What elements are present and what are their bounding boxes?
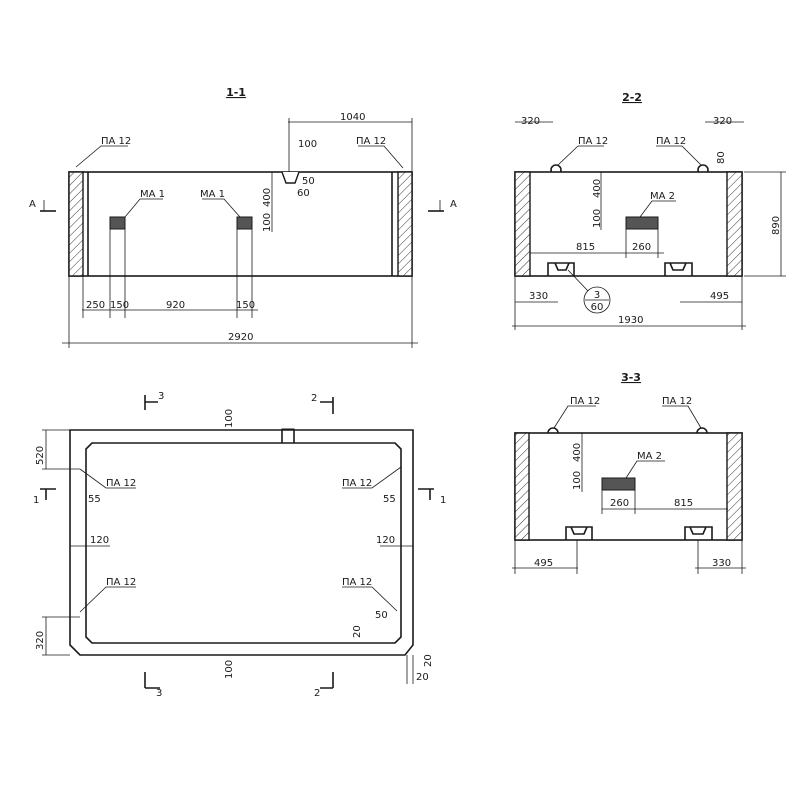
inner-outline	[85, 442, 402, 644]
dim-495: 495	[710, 291, 729, 302]
callout-circle	[583, 286, 611, 314]
label-pa12-left: ПА 12	[101, 136, 131, 147]
label-pa12-right: ПА 12	[356, 136, 386, 147]
dim-815: 815	[576, 242, 595, 253]
cut-3-bottom: 3	[156, 688, 162, 699]
wall-hatch-left	[68, 171, 84, 277]
label-pa12-tl: ПА 12	[106, 478, 136, 489]
label-pa12-bl: ПА 12	[106, 577, 136, 588]
dim-400: 400	[572, 443, 583, 462]
dim-920: 920	[166, 300, 185, 311]
cut-2-top: 2	[311, 393, 317, 404]
section-title: 2-2	[622, 91, 642, 104]
dim-330: 330	[712, 558, 731, 569]
dim-1040: 1040	[340, 112, 365, 123]
cut-1-left: 1	[33, 495, 39, 506]
dim-260: 260	[632, 242, 651, 253]
embedded-plate-ma2	[601, 477, 636, 491]
dim-100: 100	[572, 471, 583, 490]
section-1-1: 1-1 ПА 12 ПА 12 МА 1 МА 1 А А 1040 100 6…	[29, 86, 457, 348]
dim-60: 60	[297, 188, 310, 199]
dim-890: 890	[771, 216, 782, 235]
wall-hatch-right	[726, 432, 743, 541]
dim-100-bottom: 100	[224, 660, 235, 679]
cut-2-bottom: 2	[314, 688, 320, 699]
notch-mark	[281, 428, 295, 444]
leader-pa-left	[75, 145, 128, 168]
dim-120-right: 120	[376, 535, 395, 546]
label-pa12-right: ПА 12	[662, 396, 692, 407]
foot-left	[565, 526, 593, 540]
embedded-plate-ma1-right	[236, 216, 253, 230]
label-ma2: МА 2	[650, 191, 675, 202]
dim-100b: 100	[262, 213, 273, 232]
dim-495: 495	[534, 558, 553, 569]
top-notch	[281, 171, 300, 184]
dim-2920: 2920	[228, 332, 253, 343]
dim-20b: 20	[423, 654, 434, 667]
dim-100: 100	[298, 139, 317, 150]
dim-250: 250	[86, 300, 105, 311]
dim-50: 50	[375, 610, 388, 621]
section-3-3: 3-3 ПА 12 ПА 12 МА 2 400 100 260 815 495…	[512, 371, 746, 574]
dim-50: 50	[302, 176, 315, 187]
leader-ma1-right	[202, 198, 241, 218]
leader-pa-right	[358, 145, 404, 169]
dim-320-right: 320	[713, 116, 732, 127]
dim-80: 80	[716, 151, 727, 164]
dim-815: 815	[674, 498, 693, 509]
foot-right	[664, 262, 693, 276]
dim-400: 400	[592, 179, 603, 198]
dim-330: 330	[529, 291, 548, 302]
cut-label-left: А	[29, 199, 36, 210]
label-ma1-left: МА 1	[140, 189, 165, 200]
section-title: 1-1	[226, 86, 246, 99]
label-pa12-tr: ПА 12	[342, 478, 372, 489]
wall-hatch-left	[514, 171, 531, 277]
foot-right	[684, 526, 713, 540]
dim-55-left: 55	[88, 494, 101, 505]
label-pa12-right: ПА 12	[656, 136, 686, 147]
wall-hatch-right	[726, 171, 743, 277]
wall-hatch-right	[397, 171, 413, 277]
dim-20c: 20	[416, 672, 429, 683]
label-ma2: МА 2	[637, 451, 662, 462]
wall-hatch-left	[514, 432, 530, 541]
cut-label-right: А	[450, 199, 457, 210]
dim-320: 320	[35, 631, 46, 650]
dim-150a: 150	[110, 300, 129, 311]
dim-520: 520	[35, 446, 46, 465]
embedded-plate-ma2	[625, 216, 659, 230]
leader-ma1-left	[124, 198, 163, 218]
dim-150b: 150	[236, 300, 255, 311]
label-pa12-left: ПА 12	[570, 396, 600, 407]
callout-top: 3	[594, 290, 600, 301]
dim-1930: 1930	[618, 315, 643, 326]
cut-3-top: 3	[158, 391, 164, 402]
dim-400: 400	[262, 188, 273, 207]
embedded-plate-ma1-left	[109, 216, 126, 230]
dim-120-left: 120	[90, 535, 109, 546]
dim-55-right: 55	[383, 494, 396, 505]
dim-100: 100	[592, 209, 603, 228]
dim-20: 20	[352, 625, 363, 638]
cut-1-right: 1	[440, 495, 446, 506]
dim-260: 260	[610, 498, 629, 509]
label-pa12-left: ПА 12	[578, 136, 608, 147]
label-pa12-br: ПА 12	[342, 577, 372, 588]
dim-320-left: 320	[521, 116, 540, 127]
outer-outline	[69, 429, 414, 656]
dim-100-top: 100	[224, 409, 235, 428]
section-title: 3-3	[621, 371, 641, 384]
foot-left	[547, 262, 575, 276]
callout-bottom: 60	[591, 302, 604, 313]
section-2-2: 2-2 ПА 12 ПА 12 МА 2 320 320 80 400 100 …	[512, 91, 786, 330]
label-ma1-right: МА 1	[200, 189, 225, 200]
plan-view: 3 2 3 2 1 1 ПА 12 ПА 12 ПА 12 ПА 12 100 …	[33, 391, 446, 699]
